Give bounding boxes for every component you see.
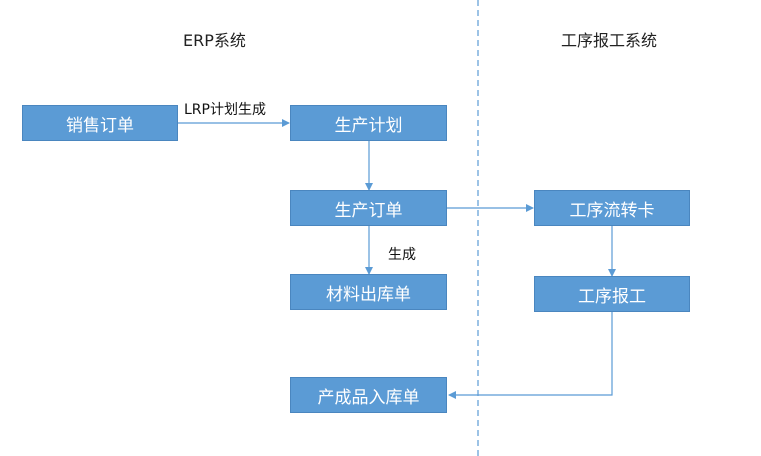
node-process-card: 工序流转卡: [534, 190, 690, 226]
edge-label-generate: 生成: [388, 247, 416, 263]
node-material-out: 材料出库单: [290, 274, 447, 310]
arrow-report-to-product-in: [448, 312, 613, 399]
process-report-system-title: 工序报工系统: [561, 31, 658, 50]
node-production-plan: 生产计划: [290, 105, 447, 141]
edge-label-lrp-generate: LRP计划生成: [184, 102, 266, 118]
erp-system-title: ERP系统: [183, 31, 246, 50]
node-product-in: 产成品入库单: [290, 377, 447, 413]
node-process-report: 工序报工: [534, 276, 690, 312]
node-production-order: 生产订单: [290, 190, 447, 226]
node-sales-order: 销售订单: [22, 105, 178, 141]
